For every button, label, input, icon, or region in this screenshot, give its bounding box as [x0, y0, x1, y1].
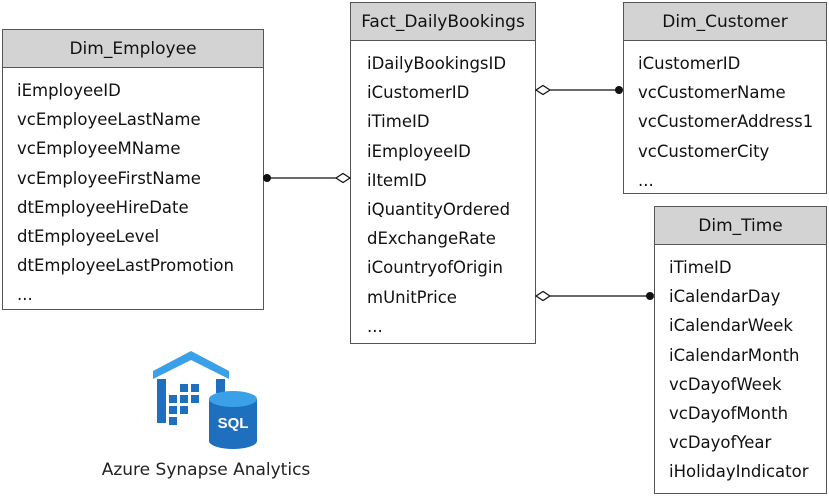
field-item: vcDayofMonth: [669, 403, 789, 423]
field-item: vcEmployeeFirstName: [17, 168, 201, 188]
field-item: vcEmployeeMName: [17, 139, 181, 159]
many-end-diamond: [534, 290, 552, 302]
field-item: mUnitPrice: [367, 287, 457, 307]
relationship-fact-customer: [534, 84, 623, 96]
field-item: iCalendarWeek: [669, 316, 793, 336]
warehouse-grid: [169, 384, 199, 425]
entity-title: Dim_Time: [655, 207, 826, 245]
field-item: iItemID: [367, 170, 427, 190]
one-end-dot: [646, 292, 654, 300]
many-end-diamond: [534, 84, 552, 96]
field-item: vcDayofWeek: [669, 374, 782, 394]
field-item: iQuantityOrdered: [367, 199, 511, 219]
field-item: iCalendarDay: [669, 287, 781, 307]
field-item: iHolidayIndicator: [669, 462, 809, 482]
entity-dim-customer: Dim_Customer iCustomerID vcCustomerName vc…: [623, 2, 827, 194]
field-item: vcDayofYear: [669, 433, 772, 453]
field-item: dtEmployeeLastPromotion: [17, 256, 234, 276]
field-item: iCustomerID: [367, 83, 470, 103]
logo-caption: Azure Synapse Analytics: [101, 460, 311, 480]
field-list: iCustomerID vcCustomerName vcCustomerAddre…: [624, 41, 826, 195]
field-item: ...: [17, 285, 33, 305]
field-list: iTimeID iCalendarDay iCalendarWeek iCalenda…: [655, 245, 826, 487]
field-item: vcCustomerAddress1: [638, 112, 814, 132]
field-item: dtEmployeeHireDate: [17, 197, 189, 217]
one-end-dot: [615, 86, 623, 94]
warehouse-wall-left: [157, 379, 166, 423]
entity-dim-time: Dim_Time iTimeID iCalendarDay iCalendarWee…: [654, 206, 827, 494]
entity-fact-dailybookings: Fact_DailyBookings iDailyBookingsID iCust…: [350, 2, 536, 344]
entity-title: Dim_Customer: [624, 3, 826, 41]
field-item: iCustomerID: [638, 54, 741, 73]
field-list: iEmployeeID vcEmployeeLastName vcEmployeeM…: [3, 68, 263, 310]
field-item: iCalendarMonth: [669, 345, 800, 365]
field-item: vcEmployeeLastName: [17, 110, 201, 130]
entity-title: Dim_Employee: [3, 30, 263, 68]
field-item: ...: [367, 316, 383, 336]
one-end-dot: [263, 174, 271, 182]
field-item: iTimeID: [367, 112, 430, 132]
field-item: dtEmployeeLevel: [17, 226, 160, 246]
warehouse-roof: [153, 351, 229, 379]
field-item: iCountryofOrigin: [367, 258, 503, 278]
warehouse-wall-right: [216, 379, 225, 393]
many-end-diamond: [334, 172, 352, 184]
field-item: ...: [638, 170, 654, 190]
azure-synapse-icon: SQL: [153, 351, 257, 449]
field-item: dExchangeRate: [367, 229, 496, 249]
field-item: iEmployeeID: [17, 81, 121, 100]
field-item: vcCustomerCity: [638, 141, 770, 161]
field-item: iTimeID: [669, 258, 732, 277]
field-item: vcCustomerName: [638, 83, 786, 103]
field-list: iDailyBookingsID iCustomerID iTimeID iEmplo…: [351, 41, 535, 341]
sql-database-icon: SQL: [209, 391, 257, 449]
relationship-employee-fact: [263, 172, 352, 184]
field-item: iDailyBookingsID: [367, 54, 507, 73]
entity-title: Fact_DailyBookings: [351, 3, 535, 41]
relationship-fact-time: [534, 290, 654, 302]
sql-badge-text: SQL: [218, 415, 249, 432]
field-item: iEmployeeID: [367, 141, 471, 161]
entity-dim-employee: Dim_Employee iEmployeeID vcEmployeeLastNa…: [2, 29, 264, 310]
